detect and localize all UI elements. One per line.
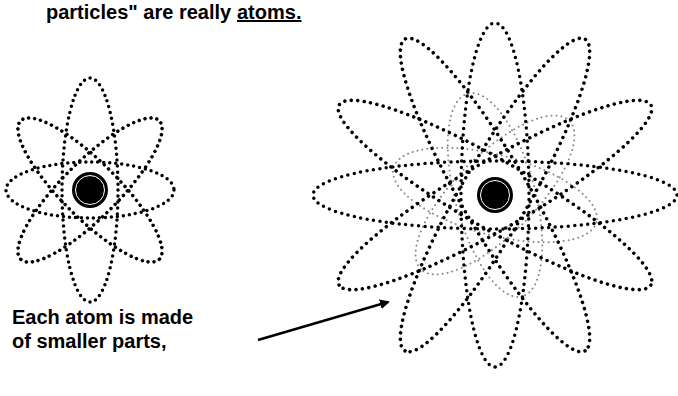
nucleus-ring — [76, 176, 105, 205]
heading-text: particles" are really — [46, 0, 231, 24]
inner-orbits — [383, 83, 607, 307]
caption-note: Each atom is made of smaller parts, — [12, 305, 207, 353]
nucleus — [72, 172, 108, 208]
heading-text: atoms. — [237, 0, 301, 24]
pointer-arrow — [258, 302, 388, 340]
nucleus — [477, 177, 513, 213]
electron-orbits — [1, 78, 179, 302]
electron-orbits — [313, 22, 677, 368]
nucleus-ring — [481, 181, 510, 210]
